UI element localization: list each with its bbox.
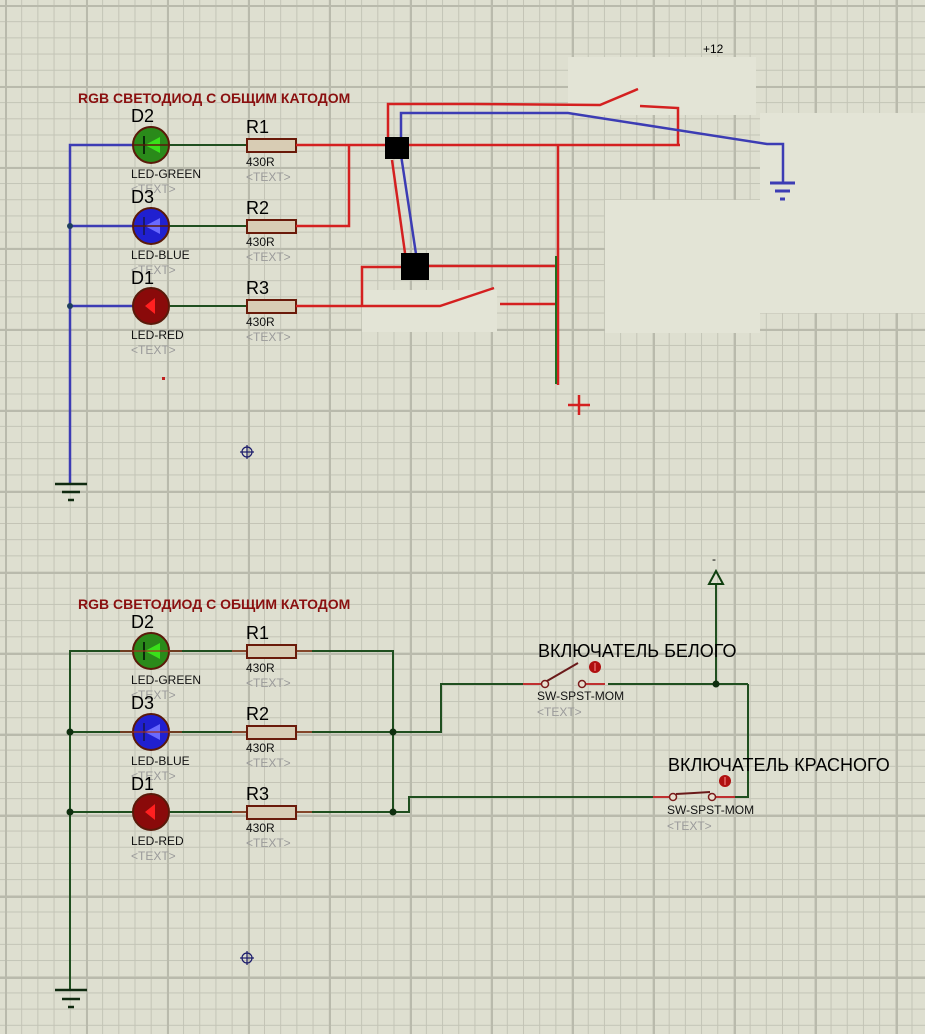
- switch-label: ВКЛЮЧАТЕЛЬ КРАСНОГО: [668, 755, 890, 775]
- led-ref: D2: [131, 612, 154, 632]
- resistor-r1[interactable]: [232, 644, 312, 659]
- resistor-ref: R2: [246, 704, 269, 724]
- resistor-text: <TEXT>: [246, 250, 291, 264]
- patch: [605, 200, 760, 333]
- led-d1[interactable]: [132, 793, 170, 831]
- bottom-schematic: RGB СВЕТОДИОД С ОБЩИМ КАТОДОМ: [55, 552, 890, 1009]
- led-ref: D2: [131, 106, 154, 126]
- led-d3[interactable]: [120, 713, 182, 751]
- bottom-title: RGB СВЕТОДИОД С ОБЩИМ КАТОДОМ: [78, 596, 350, 612]
- resistor-ref: R1: [246, 623, 269, 643]
- led-d1[interactable]: [132, 287, 170, 325]
- led-text: <TEXT>: [131, 849, 176, 863]
- led-text: <TEXT>: [131, 182, 176, 196]
- top-schematic: RGB СВЕТОДИОД С ОБЩИМ КАТОДОМ D: [55, 42, 795, 502]
- led-type: LED-BLUE: [131, 248, 190, 262]
- ground-icon: [55, 482, 87, 502]
- resistor-value: 430R: [246, 741, 275, 755]
- resistor-ref: R3: [246, 278, 269, 298]
- resistor-text: <TEXT>: [246, 836, 291, 850]
- stray-dot: [162, 377, 165, 380]
- led-ref: D3: [131, 187, 154, 207]
- led-ref: D1: [131, 774, 154, 794]
- patch: [362, 290, 497, 332]
- top-blue-wires[interactable]: [399, 111, 785, 255]
- resistor-r1[interactable]: [246, 138, 297, 153]
- resistor-r3[interactable]: [232, 805, 312, 820]
- ground-icon: [55, 988, 87, 1009]
- switch-part: SW-SPST-MOM: [537, 689, 624, 703]
- origin-marker-icon: [240, 445, 254, 459]
- supply-label: +12: [703, 42, 724, 56]
- led-type: LED-GREEN: [131, 673, 201, 687]
- resistor-text: <TEXT>: [246, 330, 291, 344]
- resistor-r3[interactable]: [246, 299, 297, 314]
- junction-dot: [67, 303, 73, 309]
- resistor-value: 430R: [246, 315, 275, 329]
- black-block[interactable]: [385, 137, 409, 159]
- switch-red[interactable]: [653, 775, 735, 802]
- led-d3[interactable]: [132, 207, 170, 245]
- ground-icon: [770, 181, 795, 201]
- black-block[interactable]: [401, 253, 429, 280]
- led-text: <TEXT>: [131, 343, 176, 357]
- top-title: RGB СВЕТОДИОД С ОБЩИМ КАТОДОМ: [78, 90, 350, 106]
- switch-text: <TEXT>: [667, 819, 712, 833]
- switch-part: SW-SPST-MOM: [667, 803, 754, 817]
- resistor-ref: R3: [246, 784, 269, 804]
- switch-text: <TEXT>: [537, 705, 582, 719]
- top-red-wires[interactable]: [296, 87, 680, 415]
- led-type: LED-RED: [131, 834, 184, 848]
- resistor-r2[interactable]: [232, 725, 312, 740]
- led-type: LED-GREEN: [131, 167, 201, 181]
- resistor-value: 430R: [246, 821, 275, 835]
- led-text: <TEXT>: [131, 688, 176, 702]
- led-type: LED-RED: [131, 328, 184, 342]
- resistor-text: <TEXT>: [246, 756, 291, 770]
- power-label: -: [712, 552, 716, 566]
- resistor-value: 430R: [246, 235, 275, 249]
- switch-label: ВКЛЮЧАТЕЛЬ БЕЛОГО: [538, 641, 736, 661]
- led-ref: D3: [131, 693, 154, 713]
- switch-white[interactable]: [523, 661, 605, 689]
- led-d2[interactable]: [132, 126, 170, 164]
- origin-marker-icon: [240, 951, 254, 965]
- resistor-ref: R1: [246, 117, 269, 137]
- resistor-value: 430R: [246, 661, 275, 675]
- resistor-value: 430R: [246, 155, 275, 169]
- led-type: LED-BLUE: [131, 754, 190, 768]
- resistor-ref: R2: [246, 198, 269, 218]
- junction-dot: [67, 223, 73, 229]
- led-ref: D1: [131, 268, 154, 288]
- led-text: <TEXT>: [131, 769, 176, 783]
- led-d2[interactable]: [120, 632, 182, 670]
- top-ground-wires[interactable]: [68, 143, 133, 485]
- junction-dots: [66, 680, 720, 816]
- resistor-r2[interactable]: [246, 219, 297, 234]
- resistor-text: <TEXT>: [246, 170, 291, 184]
- led-resistor-wires[interactable]: [170, 144, 247, 307]
- power-terminal-icon: [707, 568, 725, 585]
- led-text: <TEXT>: [131, 263, 176, 277]
- patch: [760, 113, 925, 313]
- resistor-text: <TEXT>: [246, 676, 291, 690]
